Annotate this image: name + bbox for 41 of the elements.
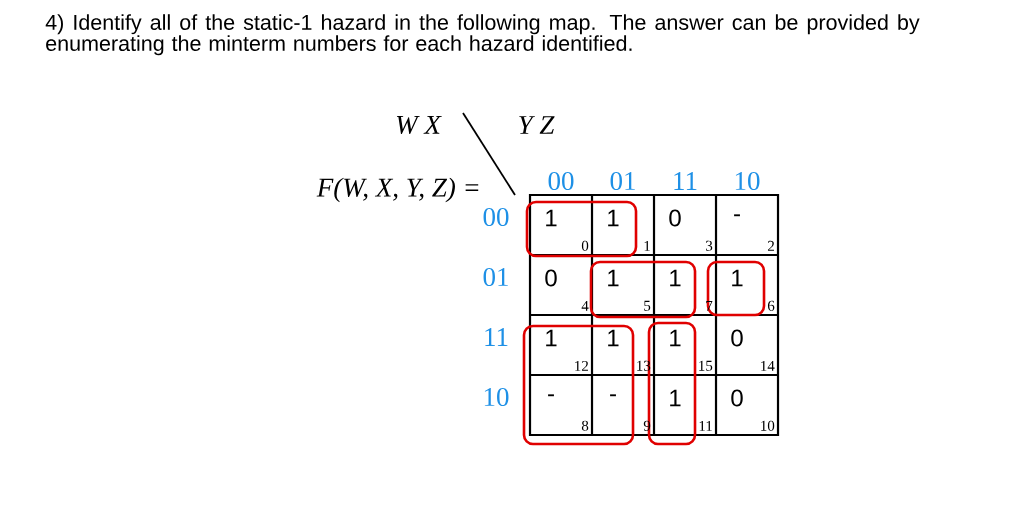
cell-value: 1: [608, 209, 619, 227]
cell-value: -: [548, 394, 554, 397]
function-label: F(W, X, Y, Z) =: [316, 177, 479, 203]
column-header: 01: [610, 171, 635, 191]
cell-value: 1: [670, 329, 681, 347]
minterm-number: 8: [581, 420, 589, 431]
row-header: 10: [484, 387, 509, 407]
row-header: 00: [483, 207, 509, 227]
row-variables: W X: [396, 115, 442, 135]
cell-value: 1: [732, 269, 743, 287]
row-header: 11: [485, 328, 508, 346]
question-text: 4) Identify all of the static-1 hazard in the following map. The answer can be provided by enumerating the minterm numbers for each hazard identified.: [45, 14, 920, 56]
cell-value: 1: [670, 269, 681, 287]
column-header: 10: [735, 171, 760, 191]
minterm-number: 5: [644, 300, 651, 311]
cell-value: -: [734, 214, 740, 217]
column-variables: Y Z: [519, 116, 555, 134]
minterm-number: 3: [706, 240, 713, 251]
cell-value: -: [610, 394, 616, 397]
minterm-number: 14: [761, 360, 775, 371]
minterm-number: 1: [644, 240, 650, 251]
minterm-number: 6: [767, 300, 775, 311]
cell-value: 1: [546, 209, 557, 227]
row-header: 01: [483, 267, 508, 287]
cell-value: 0: [731, 389, 743, 407]
minterm-number: 0: [581, 240, 589, 251]
column-header: 11: [674, 172, 697, 190]
minterm-number: 10: [761, 420, 775, 431]
minterm-number: 12: [575, 360, 588, 371]
column-header: 00: [548, 171, 574, 191]
cell-value: 1: [608, 329, 619, 347]
minterm-number: 4: [581, 300, 589, 311]
cell-value: 0: [669, 209, 681, 227]
minterm-number: 2: [767, 240, 774, 251]
cell-value: 1: [670, 389, 681, 407]
cell-value: 1: [546, 329, 557, 347]
minterm-number: 15: [699, 360, 713, 371]
cell-value: 1: [608, 269, 619, 287]
minterm-number: 11: [699, 420, 712, 431]
cell-value: 0: [731, 329, 743, 347]
cell-value: 0: [545, 269, 557, 287]
